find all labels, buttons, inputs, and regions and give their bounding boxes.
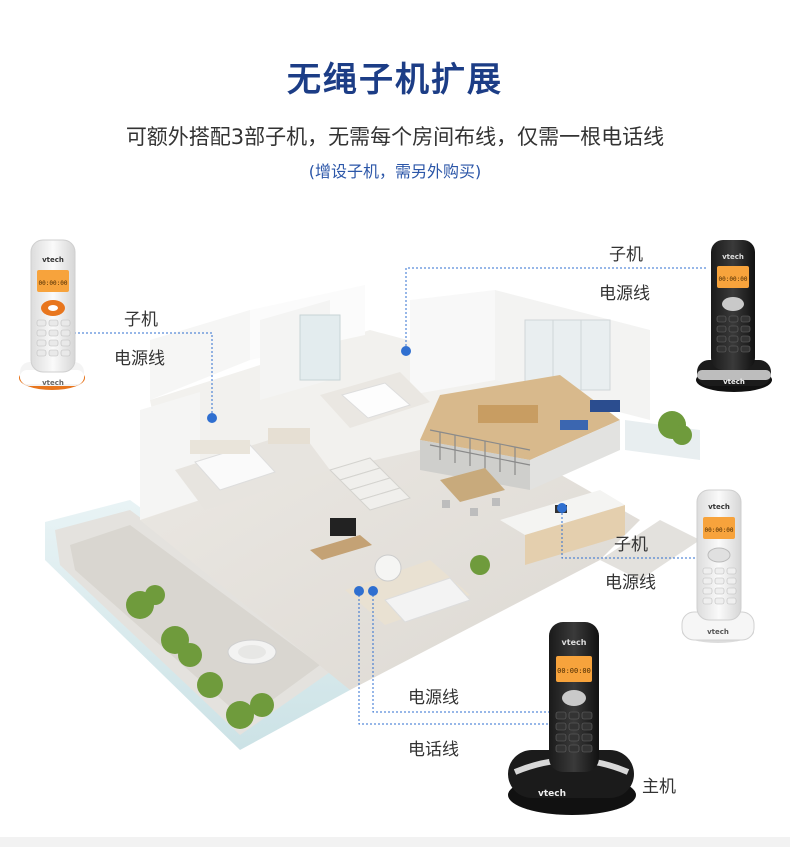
purchase-note: (增设子机，需另外购买) (308, 162, 482, 181)
phone-branding: vtech vtech 00:00:00 vtech vtech 00:00:0… (39, 253, 748, 799)
top-right-power-label: 电源线 (599, 284, 650, 304)
base-unit-label: 主机 (642, 777, 676, 797)
top-right-handset-brand: vtech (722, 253, 744, 261)
mid-right-handset-screen: 00:00:00 (705, 527, 734, 534)
mid-right-handset-label: 子机 (614, 535, 648, 555)
top-right-handset-illustration (696, 240, 772, 392)
left-power-label: 电源线 (114, 349, 165, 369)
connector-lines (70, 267, 706, 725)
page-title: 无绳子机扩展 (287, 60, 503, 100)
page-subtitle: 可额外搭配3部子机，无需每个房间布线，仅需一根电话线 (125, 125, 665, 149)
left-handset-illustration (19, 239, 85, 390)
base-power-label: 电源线 (408, 688, 459, 708)
bottom-bar (0, 837, 790, 847)
base-unit-illustration (508, 622, 636, 815)
left-handset-brand: vtech (42, 256, 64, 264)
left-handset-label: 子机 (124, 310, 158, 330)
base-handset-screen: 00:00:00 (557, 667, 591, 675)
top-right-handset-screen: 00:00:00 (719, 276, 748, 283)
top-right-handset-label: 子机 (609, 245, 643, 265)
connector-dots (207, 346, 567, 596)
mid-right-cradle-brand: vtech (707, 628, 729, 636)
mid-right-power-label: 电源线 (605, 573, 656, 593)
left-handset-screen: 00:00:00 (39, 280, 68, 287)
mid-right-handset-illustration (681, 489, 755, 643)
top-right-cradle-brand: vtech (723, 378, 745, 386)
base-unit-brand: vtech (538, 789, 566, 799)
mid-right-handset-brand: vtech (708, 503, 730, 511)
base-phone-line-label: 电话线 (408, 740, 459, 760)
base-handset-brand: vtech (562, 638, 587, 647)
left-cradle-brand: vtech (42, 379, 64, 387)
